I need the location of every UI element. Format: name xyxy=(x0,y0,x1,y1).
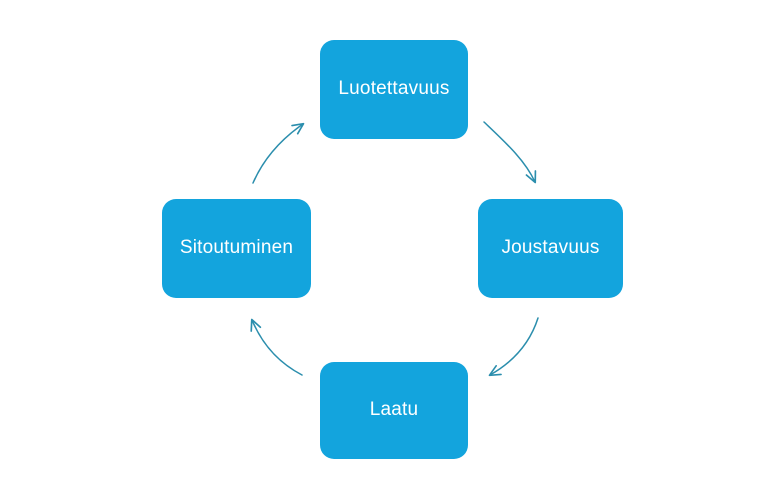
arrow-bottom-to-left xyxy=(250,318,303,376)
arrow-left-to-top xyxy=(252,122,305,184)
cycle-node-label: Sitoutuminen xyxy=(179,237,294,259)
cycle-node-sitoutuminen[interactable]: Sitoutuminen xyxy=(162,199,311,298)
cycle-node-label: Laatu xyxy=(369,399,419,421)
cycle-node-luotettavuus[interactable]: Luotettavuus xyxy=(320,40,468,139)
cycle-node-laatu[interactable]: Laatu xyxy=(320,362,468,459)
cycle-node-joustavuus[interactable]: Joustavuus xyxy=(478,199,623,298)
cycle-node-label: Joustavuus xyxy=(501,237,600,259)
cycle-node-label: Luotettavuus xyxy=(338,78,450,100)
arrow-right-to-bottom xyxy=(488,317,539,377)
arrow-top-to-right xyxy=(483,121,537,184)
